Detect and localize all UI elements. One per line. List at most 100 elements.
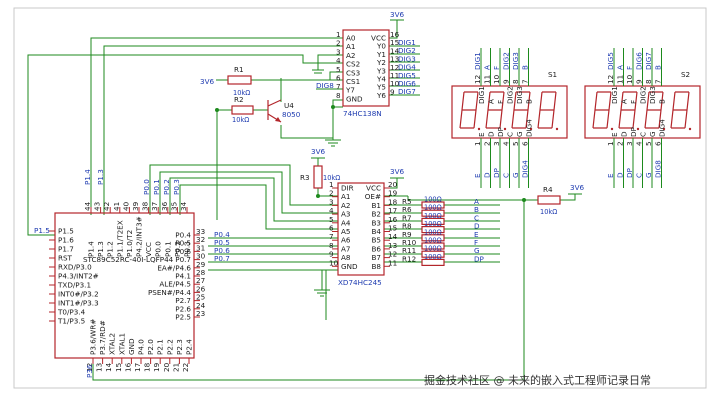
display-inner-top: DIG3 xyxy=(515,86,524,104)
display-top-num: 8 xyxy=(644,79,653,84)
display-bottom-net: DP xyxy=(625,167,634,178)
display-top-net: DIG7 xyxy=(644,52,653,70)
buffer-pin-label: B5 xyxy=(371,236,381,245)
display-inner-bottom: E xyxy=(477,132,486,137)
display-top-num: 11 xyxy=(616,75,625,84)
mcu-pin-number: 17 xyxy=(133,363,142,372)
svg-text:10kΩ: 10kΩ xyxy=(540,208,557,216)
decoder-pin-number: 3 xyxy=(336,47,341,56)
digit-dp xyxy=(662,127,666,131)
watermark: 掘金技术社区 @ 未来的嵌入式工程师记录日常 xyxy=(424,373,651,387)
mcu-pin-label: P0.2 xyxy=(173,241,182,257)
mcu-pin-number: 14 xyxy=(104,362,113,372)
mcu-pin-label: TXD/P3.1 xyxy=(57,281,91,290)
display-inner-bottom: DP xyxy=(629,126,638,137)
buffer-pin-label: DIR xyxy=(341,184,354,193)
segment-resistor-value: 100Ω xyxy=(424,228,442,236)
buffer-pin-label: OE# xyxy=(365,192,381,201)
segment-resistor xyxy=(421,258,445,266)
digit-segments xyxy=(485,91,505,129)
segment-net-label: D xyxy=(474,222,480,231)
display-bottom-num: 5 xyxy=(511,141,520,146)
svg-text:R4: R4 xyxy=(543,185,553,194)
decoder-pin-number: 14 xyxy=(390,46,400,55)
decoder-pin-label: GND xyxy=(346,94,363,103)
mcu-pin-number: 33 xyxy=(196,227,205,236)
digit-segments xyxy=(537,91,557,129)
buffer-pin-number: 14 xyxy=(388,232,398,241)
display-inner-bottom: DP xyxy=(496,126,505,137)
segment-resistor-value: 100Ω xyxy=(424,204,442,212)
resistor-r4: R4 10kΩ xyxy=(537,185,561,216)
buffer-pin-number: 15 xyxy=(388,224,397,233)
buffer-pin-label: B8 xyxy=(371,262,381,271)
display-inner-bottom: G xyxy=(648,131,657,137)
transistor-u4: U4 8050 xyxy=(267,99,301,123)
digit-dp xyxy=(610,127,614,131)
buffer-pin-label: A8 xyxy=(341,253,351,262)
buffer-pin-label: VCC xyxy=(366,184,381,193)
svg-text:10kΩ: 10kΩ xyxy=(323,174,340,182)
mcu-pin-number: 42 xyxy=(102,202,111,211)
display-inner-bottom: E xyxy=(610,132,619,137)
decoder-pin-number: 16 xyxy=(390,30,400,39)
svg-text:R2: R2 xyxy=(234,95,244,104)
ground-buffer xyxy=(314,289,330,297)
resistor-r3: R3 10kΩ xyxy=(300,165,340,189)
mcu-pin-number: 37 xyxy=(150,202,159,211)
mcu-pin-number: 18 xyxy=(143,362,152,372)
net-label-top: P0.1 xyxy=(152,179,161,195)
decoder-pin-number: 8 xyxy=(336,91,341,100)
decoder-pin-label: Y0 xyxy=(376,42,386,51)
mcu-pin-label: EA#/P4.6 xyxy=(157,263,191,272)
mcu-pin-label: P4.1 xyxy=(175,272,191,281)
decoder-pin-label: Y5 xyxy=(376,83,386,92)
buffer-pin-label: B3 xyxy=(371,218,381,227)
svg-text:3V6: 3V6 xyxy=(200,77,214,86)
buffer-pin-label: A2 xyxy=(341,201,351,210)
display-inner-bottom: DIG4 xyxy=(525,119,534,137)
mcu-pin-number: 34 xyxy=(179,201,188,211)
mcu-pin-label: P4.0 xyxy=(137,339,146,355)
mcu-pin-number: 20 xyxy=(162,362,171,372)
decoder-pin-label: A1 xyxy=(346,42,356,51)
decoder-pin-number: 7 xyxy=(336,82,341,91)
mcu-pin-label: T0/P3.4 xyxy=(57,308,86,317)
ground-a2 xyxy=(312,69,324,74)
mcu-pin-label: XTAL2 xyxy=(108,333,117,355)
segment-resistor-name: R7 xyxy=(402,213,412,222)
display-bottom-num: 4 xyxy=(635,141,644,146)
decoder-pin-label: CS1 xyxy=(346,77,360,86)
decoder-output-net: DIG5 xyxy=(398,71,416,80)
power-3v6-buffer: 3V6 xyxy=(390,167,404,179)
mcu-pin-number: 32 xyxy=(196,235,205,244)
display-bottom-net: D xyxy=(616,172,625,178)
seven-segment-displays: S1DIG112DIG1A11AF10FDIG29DIG2DIG38DIG3B7… xyxy=(451,48,701,188)
svg-text:U4: U4 xyxy=(284,101,294,110)
display-inner-top: DIG1 xyxy=(610,86,619,104)
display-name: S1 xyxy=(548,70,557,79)
segment-net-label: E xyxy=(474,230,479,239)
mcu-pin-label: P1.6 xyxy=(58,236,74,245)
power-3v6-decoder: 3V6 xyxy=(390,10,404,21)
display-top-net: A xyxy=(616,65,625,70)
digit-dp xyxy=(636,127,640,131)
buffer-pin-number: 17 xyxy=(388,206,397,215)
mcu-pin-number: 36 xyxy=(160,201,169,211)
ground-decoder xyxy=(325,139,341,147)
svg-text:8050: 8050 xyxy=(282,110,301,119)
mcu-pin-label: P2.2 xyxy=(165,339,174,355)
buffer-pin-number: 5 xyxy=(329,215,334,224)
decoder-pin-number: 15 xyxy=(390,38,399,47)
display-inner-bottom: G xyxy=(515,131,524,137)
display-inner-top: DIG2 xyxy=(506,86,515,104)
mcu-pin-label: P0.3 xyxy=(183,241,192,257)
display-bottom-num: 4 xyxy=(502,141,511,146)
buffer-pin-number: 2 xyxy=(329,189,334,198)
decoder-pin-label: CS2 xyxy=(346,60,360,69)
display-inner-top: DIG3 xyxy=(648,86,657,104)
mcu-pin-number: 28 xyxy=(196,268,206,277)
decoder-output-net: DIG7 xyxy=(398,87,416,96)
